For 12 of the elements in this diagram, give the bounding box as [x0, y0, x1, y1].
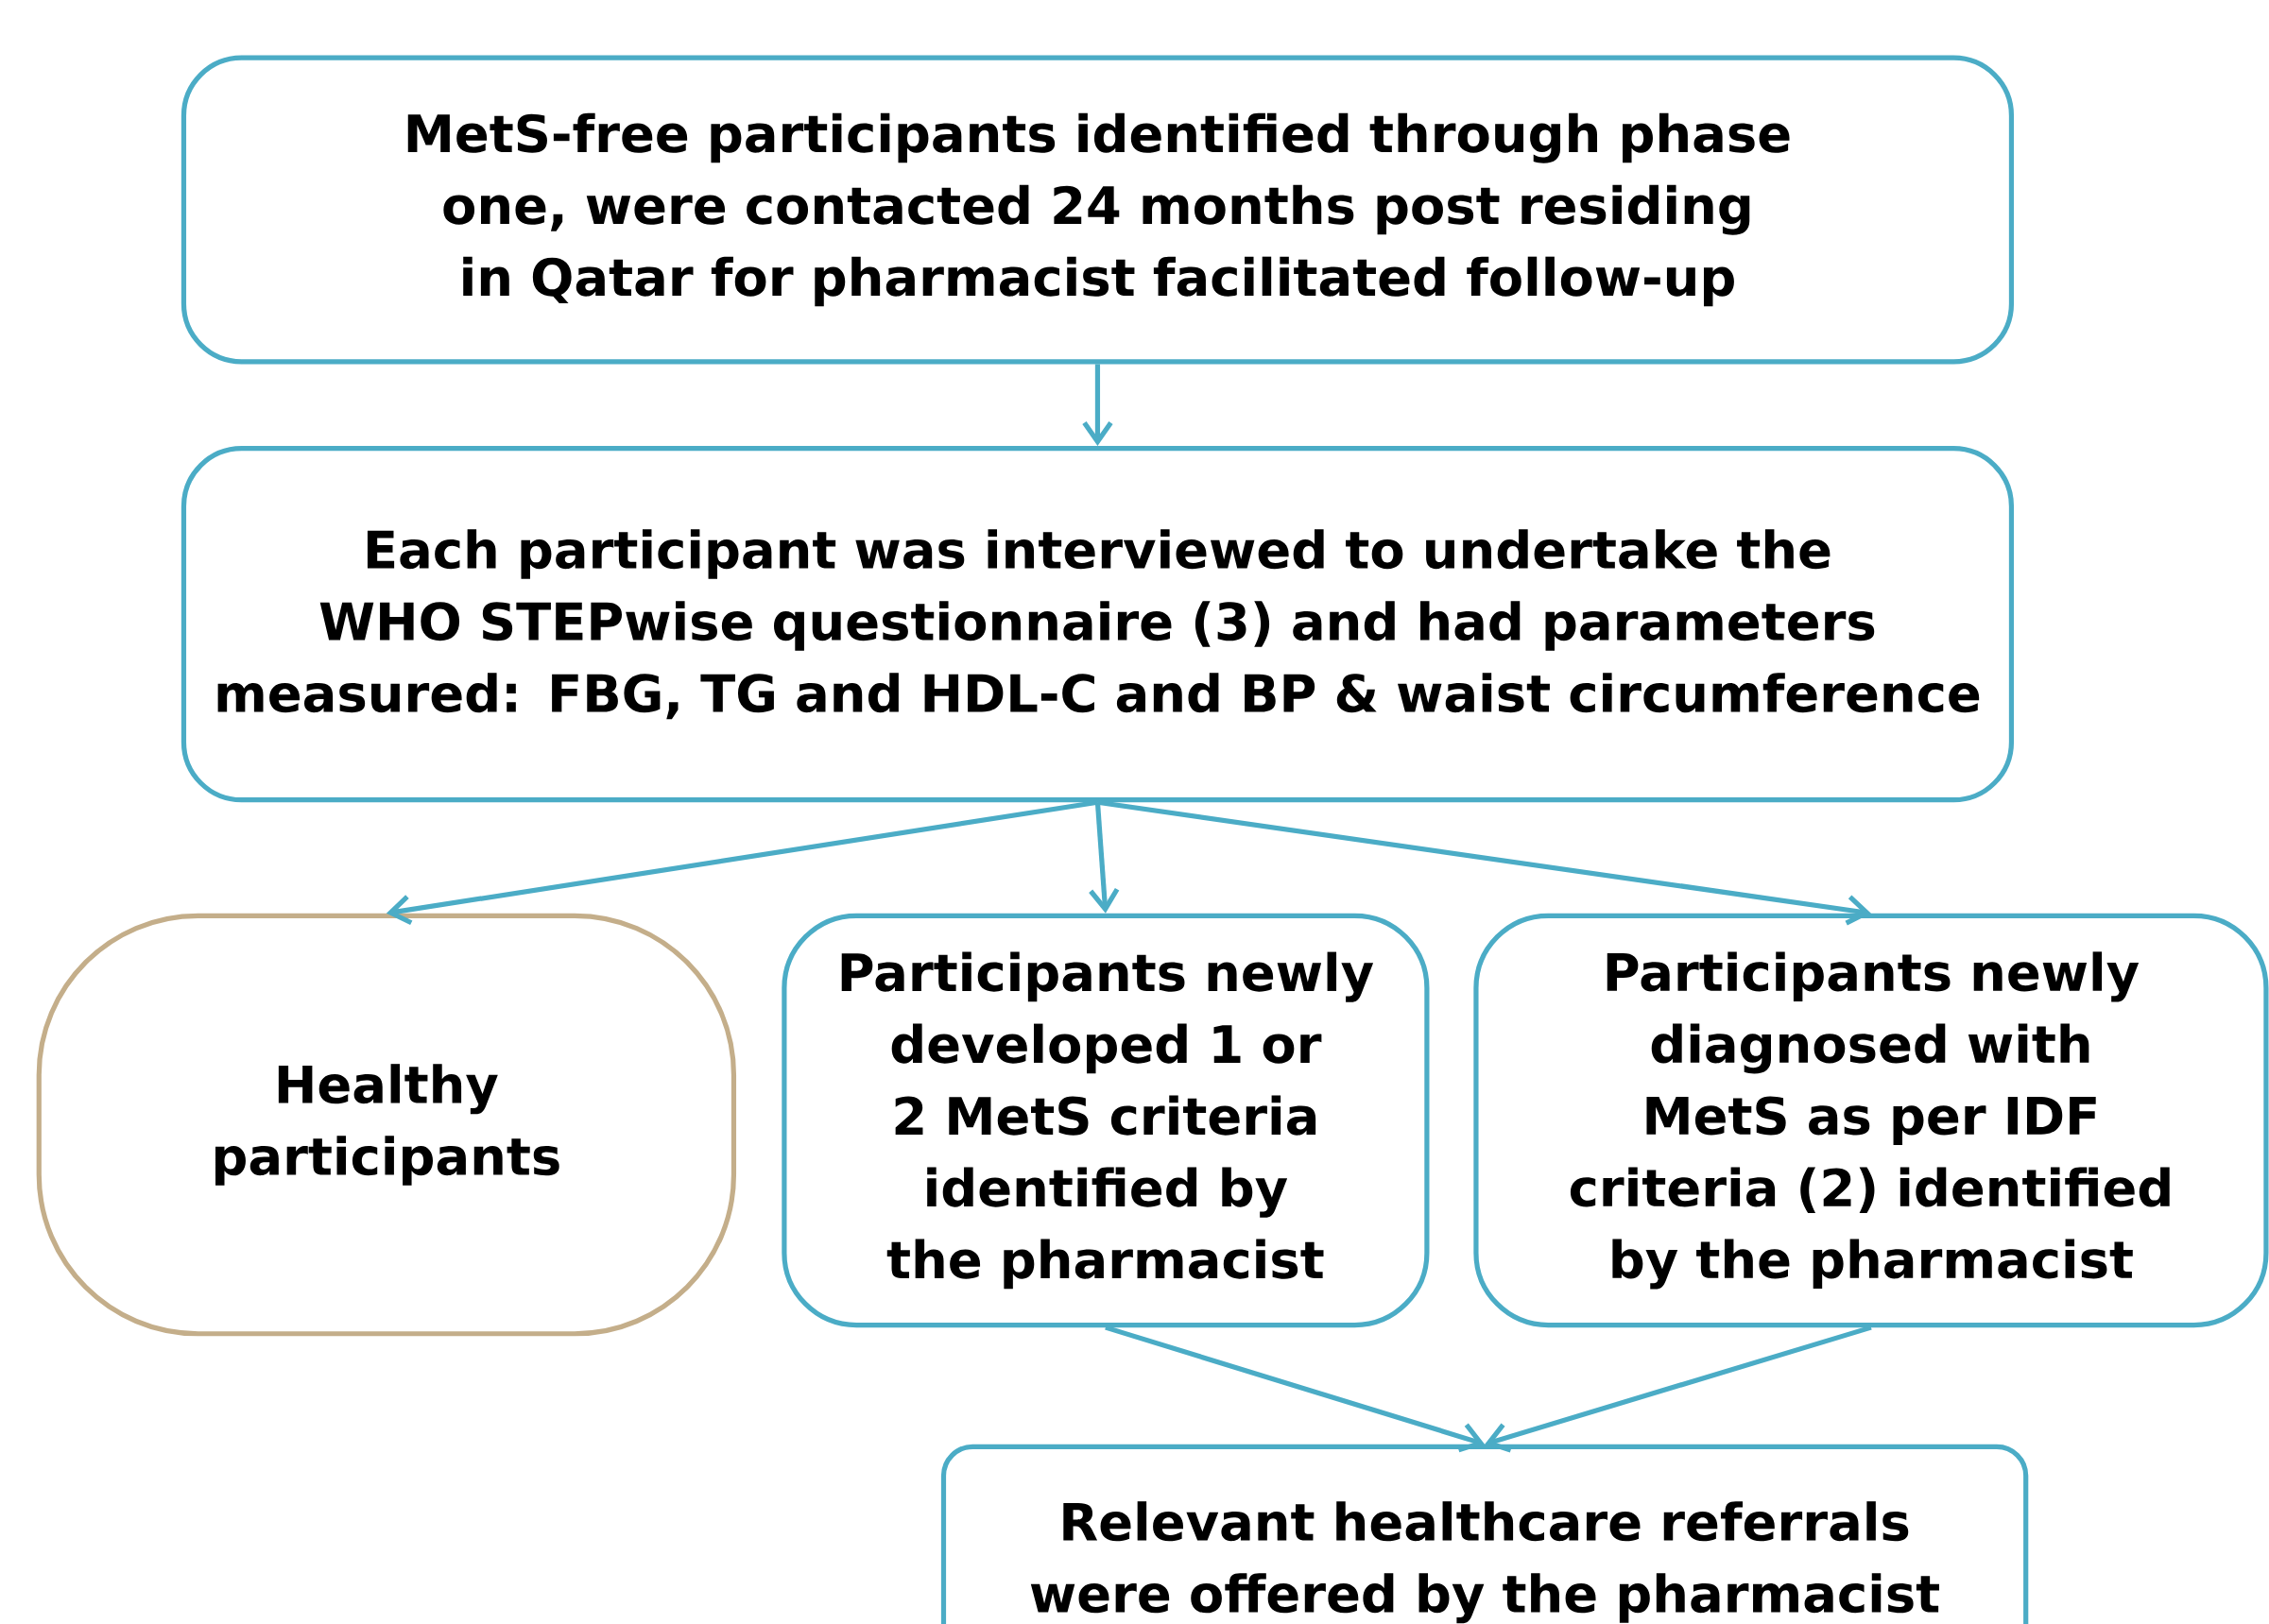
- process-box: Participants newly diagnosed with MetS as per IDF criteria (2) identified by the pharmacist: [1473, 913, 2269, 1328]
- arrow: [1089, 802, 1120, 914]
- arrow: [1097, 799, 1871, 926]
- process-box: Healthy participants: [36, 913, 737, 1337]
- process-box: Each participant was interviewed to undertake the WHO STEPwise questionnaire (3) and had parameters measured: FBG, TG and HDL-C and BP & waist circumference: [180, 446, 2015, 803]
- process-box: Relevant healthcare referrals were offered by the pharmacist: [940, 1444, 2029, 1624]
- arrow: [1082, 364, 1113, 447]
- arrow: [386, 799, 1098, 926]
- arrow: [1105, 1325, 1486, 1453]
- process-box: Participants newly developed 1 or 2 MetS criteria identified by the pharmacist: [782, 913, 1430, 1328]
- process-box: MetS-free participants identified through phase one, were contacted 24 months post residing in Qatar for pharmacist facilitated follow-up: [180, 55, 2015, 365]
- arrow: [1485, 1325, 1872, 1453]
